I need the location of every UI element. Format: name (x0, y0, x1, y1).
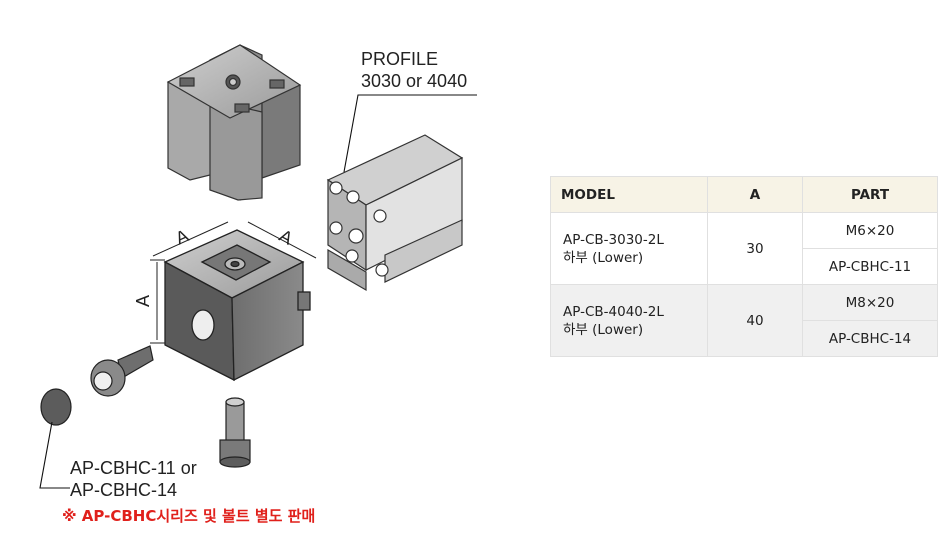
connector-cube (163, 229, 311, 382)
cap-screw-vertical (219, 397, 251, 468)
part-cell: M8×20 (802, 284, 938, 321)
model-position: 하부 (Lower) (563, 321, 644, 338)
part-cell: M6×20 (802, 212, 938, 249)
header-a: A (707, 176, 803, 213)
model-code: AP-CB-4040-2L (563, 303, 664, 320)
cap-label: AP-CBHC-11 or AP-CBHC-14 (70, 457, 197, 501)
part-cell: AP-CBHC-14 (802, 320, 938, 357)
dimension-a-height: A (133, 294, 154, 308)
model-code: AP-CB-3030-2L (563, 231, 664, 248)
table-row: AP-CBHC-14 (551, 320, 938, 357)
leader-lines (39, 94, 477, 489)
dimension-lines (150, 221, 317, 344)
a-value-cell: 40 (707, 284, 803, 357)
table-header-row: MODEL A PART (550, 176, 938, 213)
assembly-illustration (39, 44, 477, 489)
profile-label-line-1: PROFILE (361, 49, 439, 69)
table-row: AP-CB-4040-2L 하부 (Lower) 40 M8×20 (550, 284, 938, 357)
cap-label-line-2: AP-CBHC-14 (70, 480, 178, 500)
profile-side-view (326, 134, 464, 292)
header-model: MODEL (550, 176, 708, 213)
cap-screw-horizontal (90, 345, 154, 397)
product-drawing: PROFILE 3030 or 4040 A A A AP-CBHC-11 or… (39, 44, 477, 525)
profile-label: PROFILE 3030 or 4040 (361, 48, 467, 92)
header-part: PART (802, 176, 938, 213)
spec-table: MODEL A PART AP-CB-3030-2L 하부 (Lower) 30… (550, 176, 938, 357)
part-cell: AP-CBHC-11 (802, 248, 938, 285)
model-position: 하부 (Lower) (563, 249, 644, 266)
model-cell: AP-CB-3030-2L 하부 (Lower) (550, 212, 708, 285)
table-row: AP-CBHC-11 (551, 248, 938, 285)
model-cell: AP-CB-4040-2L 하부 (Lower) (550, 284, 708, 357)
profile-cap (40, 388, 72, 426)
a-value-cell: 30 (707, 212, 803, 285)
profile-end-view (166, 44, 302, 201)
profile-label-line-2: 3030 or 4040 (361, 71, 468, 91)
table-row: AP-CB-3030-2L 하부 (Lower) 30 M6×20 (550, 212, 938, 285)
cap-label-line-1: AP-CBHC-11 or (70, 458, 197, 478)
sold-separately-note: ※ AP-CBHC시리즈 및 볼트 별도 판매 (62, 507, 316, 525)
